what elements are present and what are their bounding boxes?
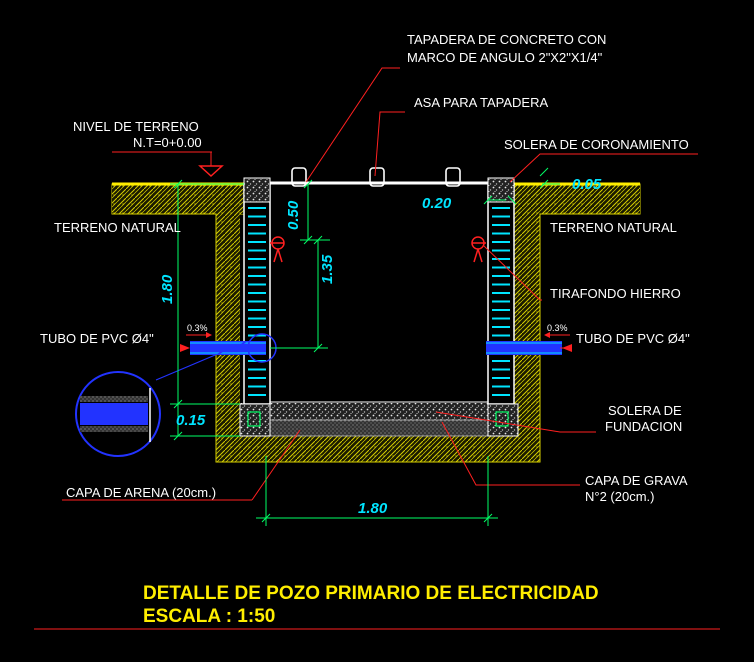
dim-015: 0.15 <box>176 412 206 429</box>
label-terreno-natural-left: TERRENO NATURAL <box>54 220 181 235</box>
pipe-left-arrow <box>180 344 190 352</box>
slope-right-head <box>544 332 550 338</box>
left-footing-core <box>247 411 261 427</box>
soil-bottom <box>216 436 540 462</box>
pvc-pipe-left <box>190 341 266 355</box>
label-capa-arena: CAPA DE ARENA (20cm.) <box>66 485 216 500</box>
slope-right-label: 0.3% <box>547 323 568 333</box>
soil-right-top <box>514 184 640 214</box>
pipe-right-arrow <box>562 344 572 352</box>
dim-180-vertical: 1.80 <box>159 274 176 304</box>
label-tirafondo: TIRAFONDO HIERRO <box>550 286 681 301</box>
sand-layer <box>240 420 514 436</box>
dim-050: 0.50 <box>285 200 302 230</box>
drawing-scale: ESCALA : 1:50 <box>143 606 275 627</box>
dim-020: 0.20 <box>422 195 452 212</box>
label-capa-grava-2: N°2 (20cm.) <box>585 489 655 504</box>
label-solera-fundacion-2: FUNDACION <box>605 419 682 434</box>
label-tubo-pvc-left: TUBO DE PVC Ø4" <box>40 331 154 346</box>
callout-pipe <box>80 403 148 425</box>
pulling-eye-left <box>270 236 285 263</box>
ground-level-marker <box>198 165 224 178</box>
cover-handle-3 <box>445 167 461 187</box>
cover-handle-2 <box>369 167 385 187</box>
slope-left-head <box>206 332 212 338</box>
right-footing-core <box>495 411 509 427</box>
left-crown-beam <box>243 177 271 203</box>
dimension-lines <box>170 167 560 526</box>
pulling-eye-right <box>471 236 486 263</box>
gravel-layer <box>240 403 514 420</box>
dim-005: 0.05 <box>572 176 602 193</box>
drawing-title: DETALLE DE POZO PRIMARIO DE ELECTRICIDAD <box>143 583 599 604</box>
soil-outline <box>112 213 640 463</box>
label-solera-coronamiento: SOLERA DE CORONAMIENTO <box>504 137 689 152</box>
soil-left-wall <box>216 214 240 462</box>
callout-pipe-bot <box>80 426 148 432</box>
label-nivel-valor: N.T=0+0.00 <box>133 135 202 150</box>
label-tapadera-line2: MARCO DE ANGULO 2"X2"X1/4" <box>407 50 603 65</box>
cover-handle-1 <box>291 167 307 187</box>
dim-180-horizontal: 1.80 <box>358 500 388 517</box>
label-terreno-natural-right: TERRENO NATURAL <box>550 220 677 235</box>
label-asa: ASA PARA TAPADERA <box>414 95 548 110</box>
left-footing <box>239 403 271 437</box>
callout-pipe-top <box>80 396 148 402</box>
right-footing <box>487 403 519 437</box>
dim-135: 1.35 <box>319 254 336 284</box>
slope-left-label: 0.3% <box>187 323 208 333</box>
pvc-pipe-right <box>486 341 562 355</box>
label-tapadera-line1: TAPADERA DE CONCRETO CON <box>407 32 606 47</box>
callout-leader <box>155 341 247 381</box>
label-solera-fundacion-1: SOLERA DE <box>608 403 682 418</box>
label-nivel-terreno: NIVEL DE TERRENO <box>73 119 199 134</box>
label-tubo-pvc-right: TUBO DE PVC Ø4" <box>576 331 690 346</box>
right-wall-bricks <box>492 207 510 396</box>
leader-lines <box>62 67 698 501</box>
label-capa-grava-1: CAPA DE GRAVA <box>585 473 688 488</box>
